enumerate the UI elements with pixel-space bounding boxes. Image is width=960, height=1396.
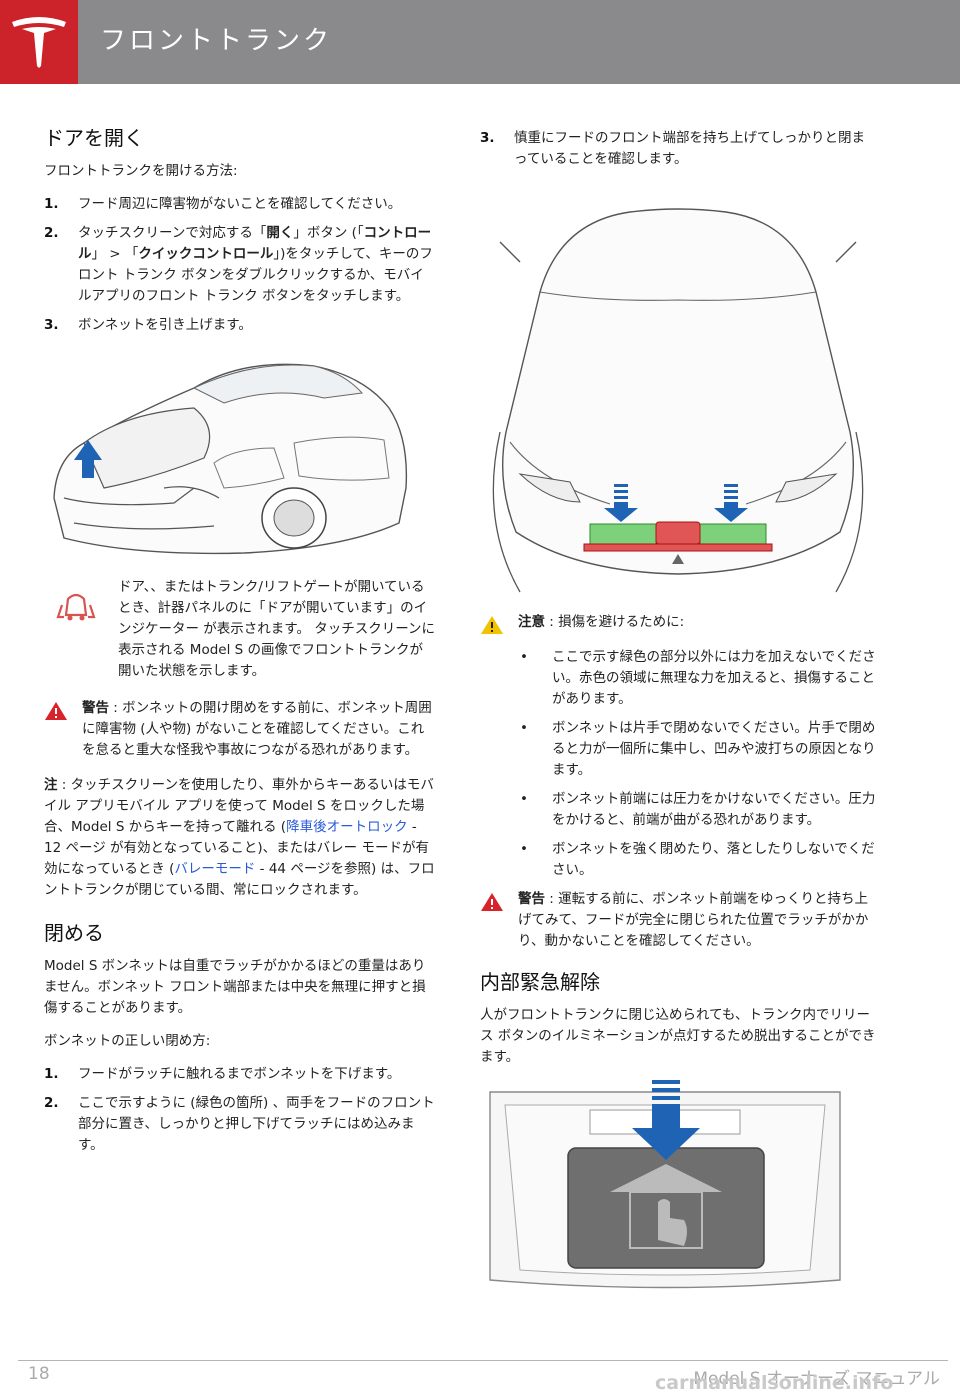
warning-text: : ボンネットの開け閉めをする前に、ボンネット周囲に障害物 (人や物) がないこ…	[82, 700, 432, 758]
open-warning: 警告 : ボンネットの開け閉めをする前に、ボンネット周囲に障害物 (人や物) が…	[44, 698, 436, 761]
step-text: 慎重にフードのフロント端部を持ち上げてしっかりと閉まっていることを確認します。	[514, 130, 865, 167]
warning-text: : 運転する前に、ボンネット前端をゆっくりと持ち上げてみて、フードが完全に閉じら…	[518, 891, 869, 949]
open-step-3: 3. ボンネットを引き上げます。	[44, 315, 436, 336]
step-number: 2.	[44, 225, 59, 241]
step-text: タッチスクリーンで対応する「	[78, 225, 267, 241]
note-text: - 12 ページ が有効となっていること)、またはバレー モードが有効になってい…	[44, 819, 429, 877]
walk-away-lock-link[interactable]: 降車後オートロック	[286, 819, 408, 835]
open-step-2: 2. タッチスクリーンで対応する「開く」ボタン (「コントロール」 > 「クイック…	[44, 223, 436, 307]
caution-item: ボンネットは片手で閉めないでください。片手で閉めると力が一個所に集中し、凹みや波…	[518, 718, 876, 781]
info-text: ドア、、またはトランク/リフトゲートが開いているとき、計器パネルのに「ドアが開い…	[118, 579, 436, 679]
release-heading: 内部緊急解除	[480, 970, 600, 994]
step-text: フード周辺に障害物がないことを確認してください。	[78, 196, 402, 212]
push-arrow-icon	[82, 460, 94, 478]
push-arrow-icon	[632, 1080, 700, 1160]
step-text: ボンネットを引き上げます。	[78, 317, 252, 333]
close-paragraph: Model S ボンネットは自重でラッチがかかるほどの重量はありません。ボンネッ…	[44, 958, 426, 1016]
close-intro: ボンネットの正しい閉め方:	[44, 1033, 211, 1049]
open-heading: ドアを開く	[44, 126, 144, 150]
warning-label: 警告	[82, 700, 109, 716]
open-note: 注 : タッチスクリーンを使用したり、車外からキーあるいはモバイル アプリモバイ…	[44, 775, 436, 901]
close-steps: 1. フードがラッチに触れるまでボンネットを下げます。 2. ここで示すように (緑…	[44, 1064, 436, 1156]
info-note: ドア、、またはトランク/リフトゲートが開いているとき、計器パネルのに「ドアが開い…	[44, 577, 436, 682]
caution-item: ボンネット前端には圧力をかけないでください。圧力をかけると、前端が曲がる恐れがあ…	[518, 789, 876, 831]
hood-closing-illustration	[492, 208, 864, 593]
open-intro: フロントトランクを開ける方法:	[44, 163, 238, 179]
valet-mode-link[interactable]: バレーモード	[174, 861, 256, 877]
release-paragraph: 人がフロントトランクに閉じ込められても、トランク内でリリース ボタンのイルミネー…	[480, 1007, 876, 1065]
step-number: 1.	[44, 196, 59, 212]
quick-controls-label: クイックコントロール	[138, 246, 274, 262]
right-column: 3. 慎重にフードのフロント端部を持ち上げてしっかりと閉まっていることを確認します…	[480, 128, 876, 1295]
note-label: 注	[44, 777, 58, 793]
left-column: ドアを開く フロントトランクを開ける方法: 1. フード周辺に障害物がないことを確…	[44, 128, 436, 1168]
caution-block: 注意 : 損傷を避けるために:	[480, 612, 876, 634]
car-hood-open-illustration	[53, 363, 408, 555]
open-step-1: 1. フード周辺に障害物がないことを確認してください。	[44, 194, 436, 215]
step-text: ここで示すように (緑色の箇所) 、両手をフードのフロント部分に置き、しっかりと…	[78, 1095, 435, 1153]
note-text: : タッチスクリーンを使用したり、車外からキーあるいはモバイル アプリモバイル …	[44, 777, 434, 835]
trunk-release-illustration	[489, 1080, 841, 1289]
step-text: 」)をタッチして、キーのフロント トランク ボタンをダブルクリックするか、モバイ…	[78, 246, 433, 304]
step-text: 」ボタン (「	[293, 225, 364, 241]
tesla-logo-icon	[0, 0, 78, 84]
step-text: フードがラッチに触れるまでボンネットを下げます。	[78, 1066, 401, 1082]
push-arrow-icon	[604, 484, 638, 522]
step-number: 3.	[44, 317, 59, 333]
caution-label: 注意	[518, 614, 545, 630]
close-steps-continued: 3. 慎重にフードのフロント端部を持ち上げてしっかりと閉まっていることを確認します…	[480, 128, 876, 170]
warning-triangle-icon	[44, 701, 68, 728]
caution-list: ここで示す緑色の部分以外には力を加えないでください。赤色の領域に無理な力を加える…	[518, 647, 876, 881]
page-title: フロントトランク	[100, 26, 333, 56]
close-heading: 閉める	[44, 921, 104, 945]
car-door-open-icon	[54, 585, 98, 636]
close-step-1: 1. フードがラッチに触れるまでボンネットを下げます。	[44, 1064, 436, 1085]
caution-triangle-icon	[480, 615, 504, 642]
warning-label: 警告	[518, 891, 545, 907]
controls-label: コントロール	[78, 225, 432, 262]
close-step-3: 3. 慎重にフードのフロント端部を持ち上げてしっかりと閉まっていることを確認します…	[480, 128, 876, 170]
footer-divider	[18, 1360, 948, 1361]
step-number: 2.	[44, 1095, 59, 1111]
caution-text: : 損傷を避けるために:	[549, 614, 685, 630]
open-steps: 1. フード周辺に障害物がないことを確認してください。 2. タッチスクリーンで対応…	[44, 194, 436, 336]
open-label: 開く	[266, 225, 294, 241]
step-number: 3.	[480, 130, 495, 146]
watermark: carmanualsonline.info	[655, 1372, 894, 1394]
footer-title: Model S オーナーズ マニュアル	[693, 1369, 940, 1389]
close-warning: 警告 : 運転する前に、ボンネット前端をゆっくりと持ち上げてみて、フードが完全に…	[480, 889, 876, 952]
page-header: フロントトランク	[0, 0, 960, 84]
step-number: 1.	[44, 1066, 59, 1082]
page-number: 18	[28, 1364, 50, 1384]
step-text: 」 > 「	[91, 246, 139, 262]
push-arrow-icon	[714, 484, 748, 522]
close-step-2: 2. ここで示すように (緑色の箇所) 、両手をフードのフロント部分に置き、しっか…	[44, 1093, 436, 1156]
note-text: - 44 ページを参照) は、フロントトランクが閉じている間、常にロックされます…	[44, 861, 435, 898]
caution-item: ここで示す緑色の部分以外には力を加えないでください。赤色の領域に無理な力を加える…	[518, 647, 876, 710]
warning-triangle-icon	[480, 892, 504, 919]
caution-item: ボンネットを強く閉めたり、落としたりしないでください。	[518, 839, 876, 881]
